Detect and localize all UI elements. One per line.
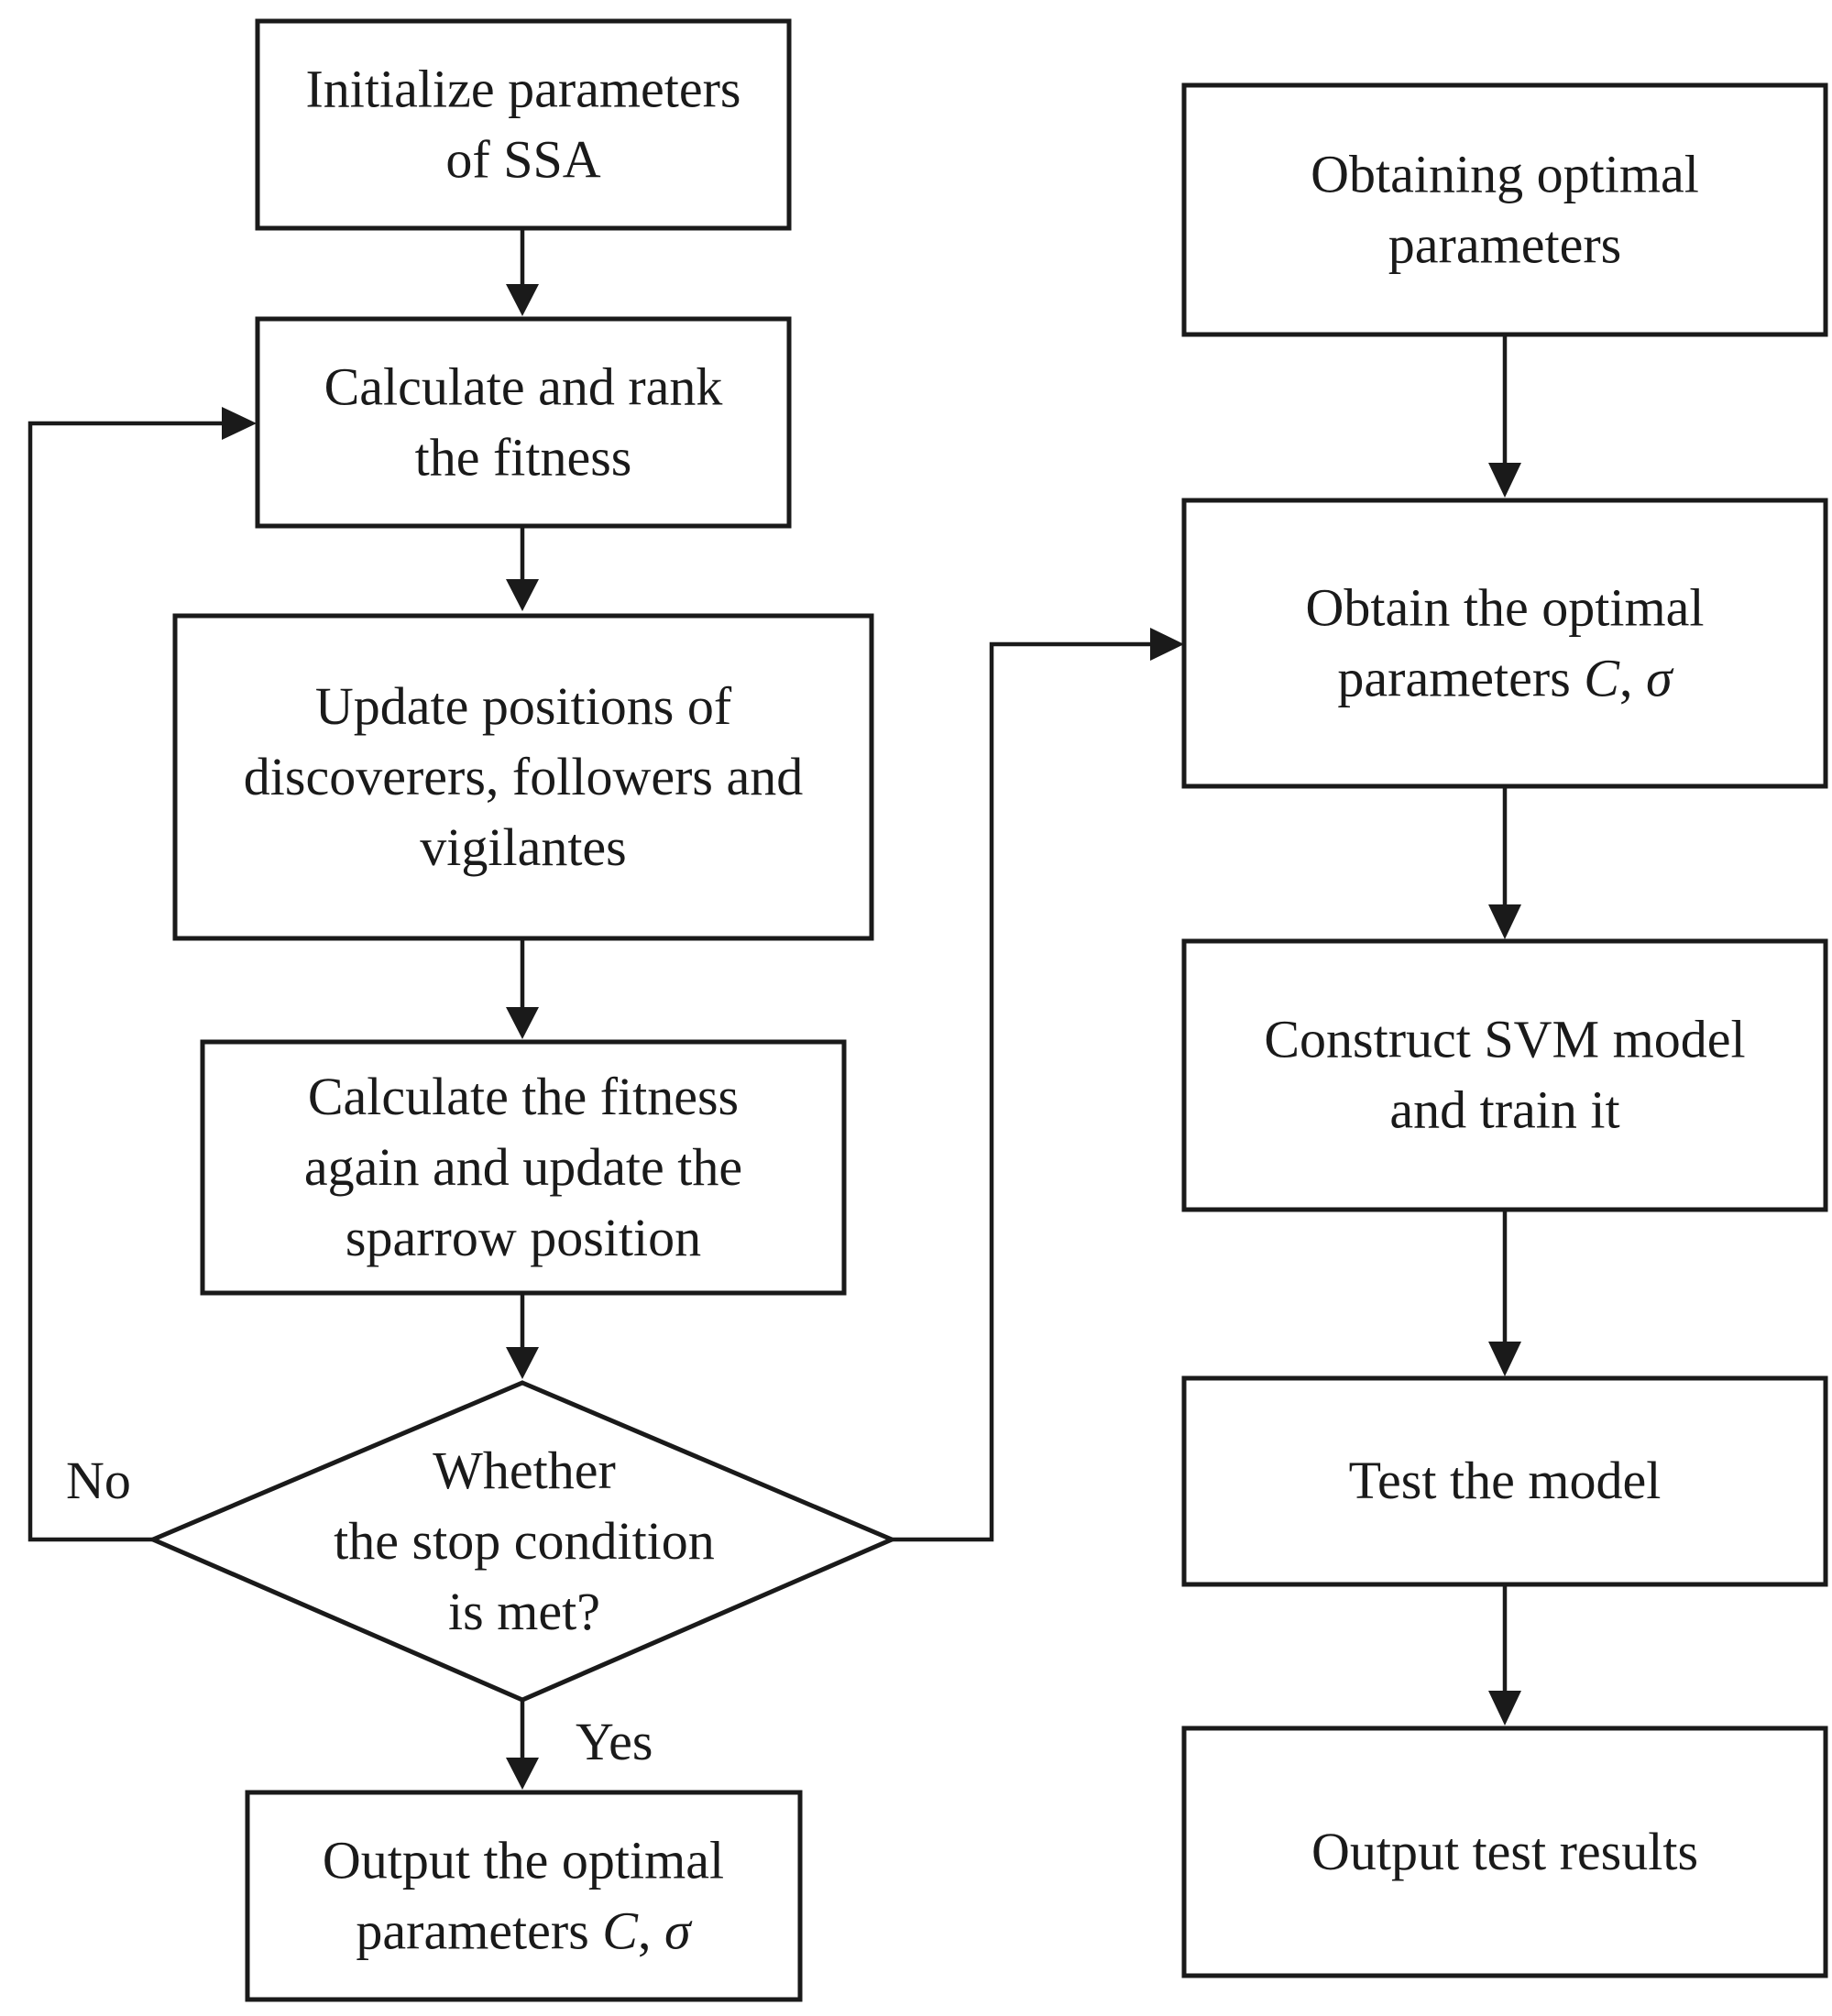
label-line: sparrow position (346, 1208, 701, 1267)
edge-label-no: No (66, 1451, 131, 1510)
label-initialize-ssa: Initialize parameters of SSA (305, 60, 740, 190)
label-line: is met? (448, 1582, 600, 1641)
label-output-results: Output test results (1311, 1822, 1698, 1881)
label-line: Obtain the optimal (1306, 578, 1705, 638)
label-line: discoverers, followers and (244, 747, 803, 806)
arrowhead-decision (506, 1347, 539, 1379)
label-test-model: Test the model (1349, 1451, 1662, 1510)
label-line: Obtaining optimal (1311, 145, 1699, 204)
connector-no-loop (27, 421, 229, 1542)
arrowhead-obtain-top (1488, 463, 1521, 498)
decision-stop-condition (147, 1380, 898, 1703)
label-line: Calculate and rank (324, 357, 723, 417)
label-obtain-optimal: Obtain the optimal parameters C, σ (1306, 578, 1705, 708)
arrowhead-test (1488, 1342, 1521, 1376)
label-line: Initialize parameters (305, 60, 740, 119)
connector-yes-to-obtain (892, 641, 1157, 1542)
arrowhead-output-left (506, 1758, 539, 1790)
arrowhead-no-loop (222, 407, 257, 440)
math-symbol: σ (664, 1901, 693, 1961)
arrowhead-obtain (1150, 628, 1184, 661)
label-line: Update positions of (315, 676, 732, 736)
label-line: the stop condition (334, 1511, 715, 1571)
box-construct-svm (1181, 938, 1828, 1212)
label-calculate-rank-fitness: Calculate and rank the fitness (324, 357, 723, 488)
label-line: Test the model (1349, 1451, 1662, 1510)
math-symbol: σ (1646, 649, 1674, 708)
box-output-results (1181, 1726, 1828, 1978)
label-stop-condition: Whether the stop condition is met? (334, 1441, 715, 1641)
label-line: Whether (433, 1441, 616, 1500)
box-obtain-optimal (1181, 498, 1828, 789)
label-line: of SSA (445, 130, 600, 190)
box-update-positions (172, 613, 874, 941)
box-obtaining-optimal (1181, 82, 1828, 337)
label-output-optimal-left: Output the optimal parameters C, σ (323, 1831, 724, 1961)
label-line: and train it (1389, 1080, 1619, 1140)
label-line: again and update the (304, 1137, 742, 1197)
arrowhead-results (1488, 1691, 1521, 1726)
arrowhead-construct (1488, 904, 1521, 939)
box-output-optimal-left (245, 1790, 803, 2002)
edge-label-yes: Yes (576, 1712, 653, 1771)
box-initialize-ssa (255, 18, 792, 231)
label-line: parameters (1388, 215, 1621, 275)
arrowhead-again (506, 1007, 539, 1039)
label-update-positions: Update positions of discoverers, follower… (244, 676, 803, 877)
math-symbol: C (602, 1901, 639, 1961)
arrowhead-rank (506, 284, 539, 316)
box-calculate-rank-fitness (255, 316, 792, 529)
label-line: parameters C, σ (1337, 649, 1674, 708)
math-symbol: C (1584, 649, 1620, 708)
label-construct-svm: Construct SVM model and train it (1264, 1010, 1745, 1140)
label-line: the fitness (415, 428, 632, 488)
arrowhead-update (506, 579, 539, 611)
label-line: Output test results (1311, 1822, 1698, 1881)
label-line: Calculate the fitness (308, 1067, 739, 1126)
label-line: Output the optimal (323, 1831, 724, 1890)
label-line: Construct SVM model (1264, 1010, 1745, 1069)
box-test-model (1181, 1375, 1828, 1587)
box-calculate-fitness-again (200, 1039, 847, 1296)
label-line: parameters C, σ (356, 1901, 693, 1961)
label-line: vigilantes (420, 817, 627, 877)
label-calculate-fitness-again: Calculate the fitness again and update th… (304, 1067, 742, 1267)
label-obtaining-optimal: Obtaining optimal parameters (1311, 145, 1699, 275)
